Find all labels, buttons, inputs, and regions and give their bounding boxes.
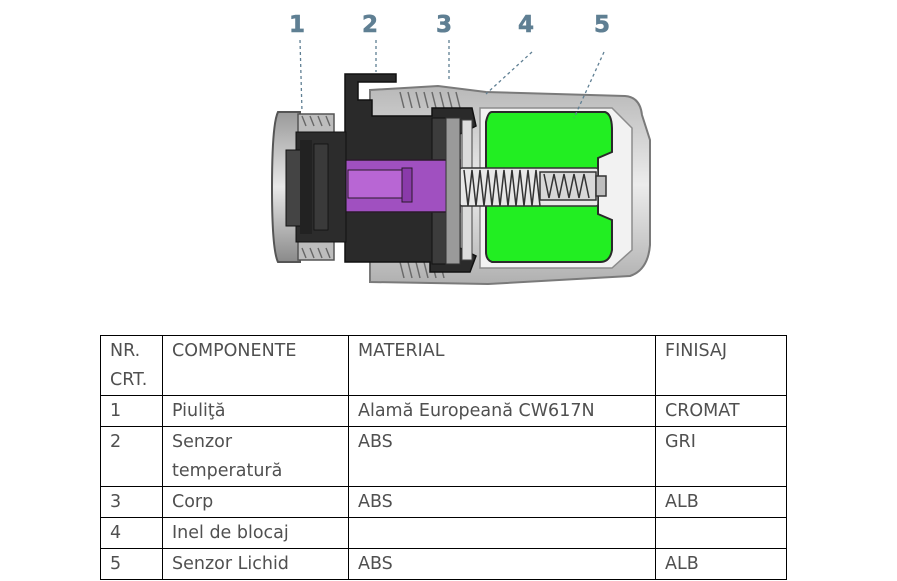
cell-nr: 3 [100,486,163,518]
header-material: MATERIAL [348,335,656,396]
cell-component: Senzor Lichid [162,548,349,580]
cell-material: ABS [348,426,656,487]
cell-material [348,517,656,549]
table-row: 5 Senzor Lichid ABS ALB [100,548,787,580]
cell-finish [655,517,787,549]
header-componente: COMPONENTE [162,335,349,396]
callout-label-3: 3 [436,12,452,38]
callout-label-1: 1 [289,12,305,38]
cell-material: ABS [348,486,656,518]
spring [459,167,607,207]
cell-component: Piuliţă [162,395,349,427]
cell-component: Inel de blocaj [162,517,349,549]
leader-line-5 [573,51,605,119]
table-row: 1 Piuliţă Alamă Europeană CW617N CROMAT [100,395,787,427]
cell-component: Corp [162,486,349,518]
components-table: NR. CRT. COMPONENTE MATERIAL FINISAJ 1 P… [100,335,787,580]
thermostatic-head-cross-section-diagram: 1 2 3 4 5 [270,12,651,286]
header-finisaj: FINISAJ [655,335,787,396]
cell-finish: ALB [655,486,787,518]
table-row: 3 Corp ABS ALB [100,486,787,518]
cell-nr: 4 [100,517,163,549]
table-header-row: NR. CRT. COMPONENTE MATERIAL FINISAJ [100,335,787,396]
leader-line-4 [485,51,533,95]
locking-ring [445,117,461,265]
cell-nr: 5 [100,548,163,580]
cell-component: Senzor temperatură [162,426,349,487]
cell-finish: CROMAT [655,395,787,427]
callout-label-2: 2 [362,12,378,38]
cell-nr: 1 [100,395,163,427]
callout-label-4: 4 [518,12,534,38]
header-nr-crt: NR. CRT. [100,335,163,396]
leader-line-1 [299,39,303,113]
table-row: 4 Inel de blocaj [100,517,787,549]
cell-finish: GRI [655,426,787,487]
callout-label-5: 5 [594,12,610,38]
cell-finish: ALB [655,548,787,580]
cell-nr: 2 [100,426,163,487]
cell-material: Alamă Europeană CW617N [348,395,656,427]
cell-material: ABS [348,548,656,580]
table-row: 2 Senzor temperatură ABS GRI [100,426,787,487]
nut [270,111,347,263]
